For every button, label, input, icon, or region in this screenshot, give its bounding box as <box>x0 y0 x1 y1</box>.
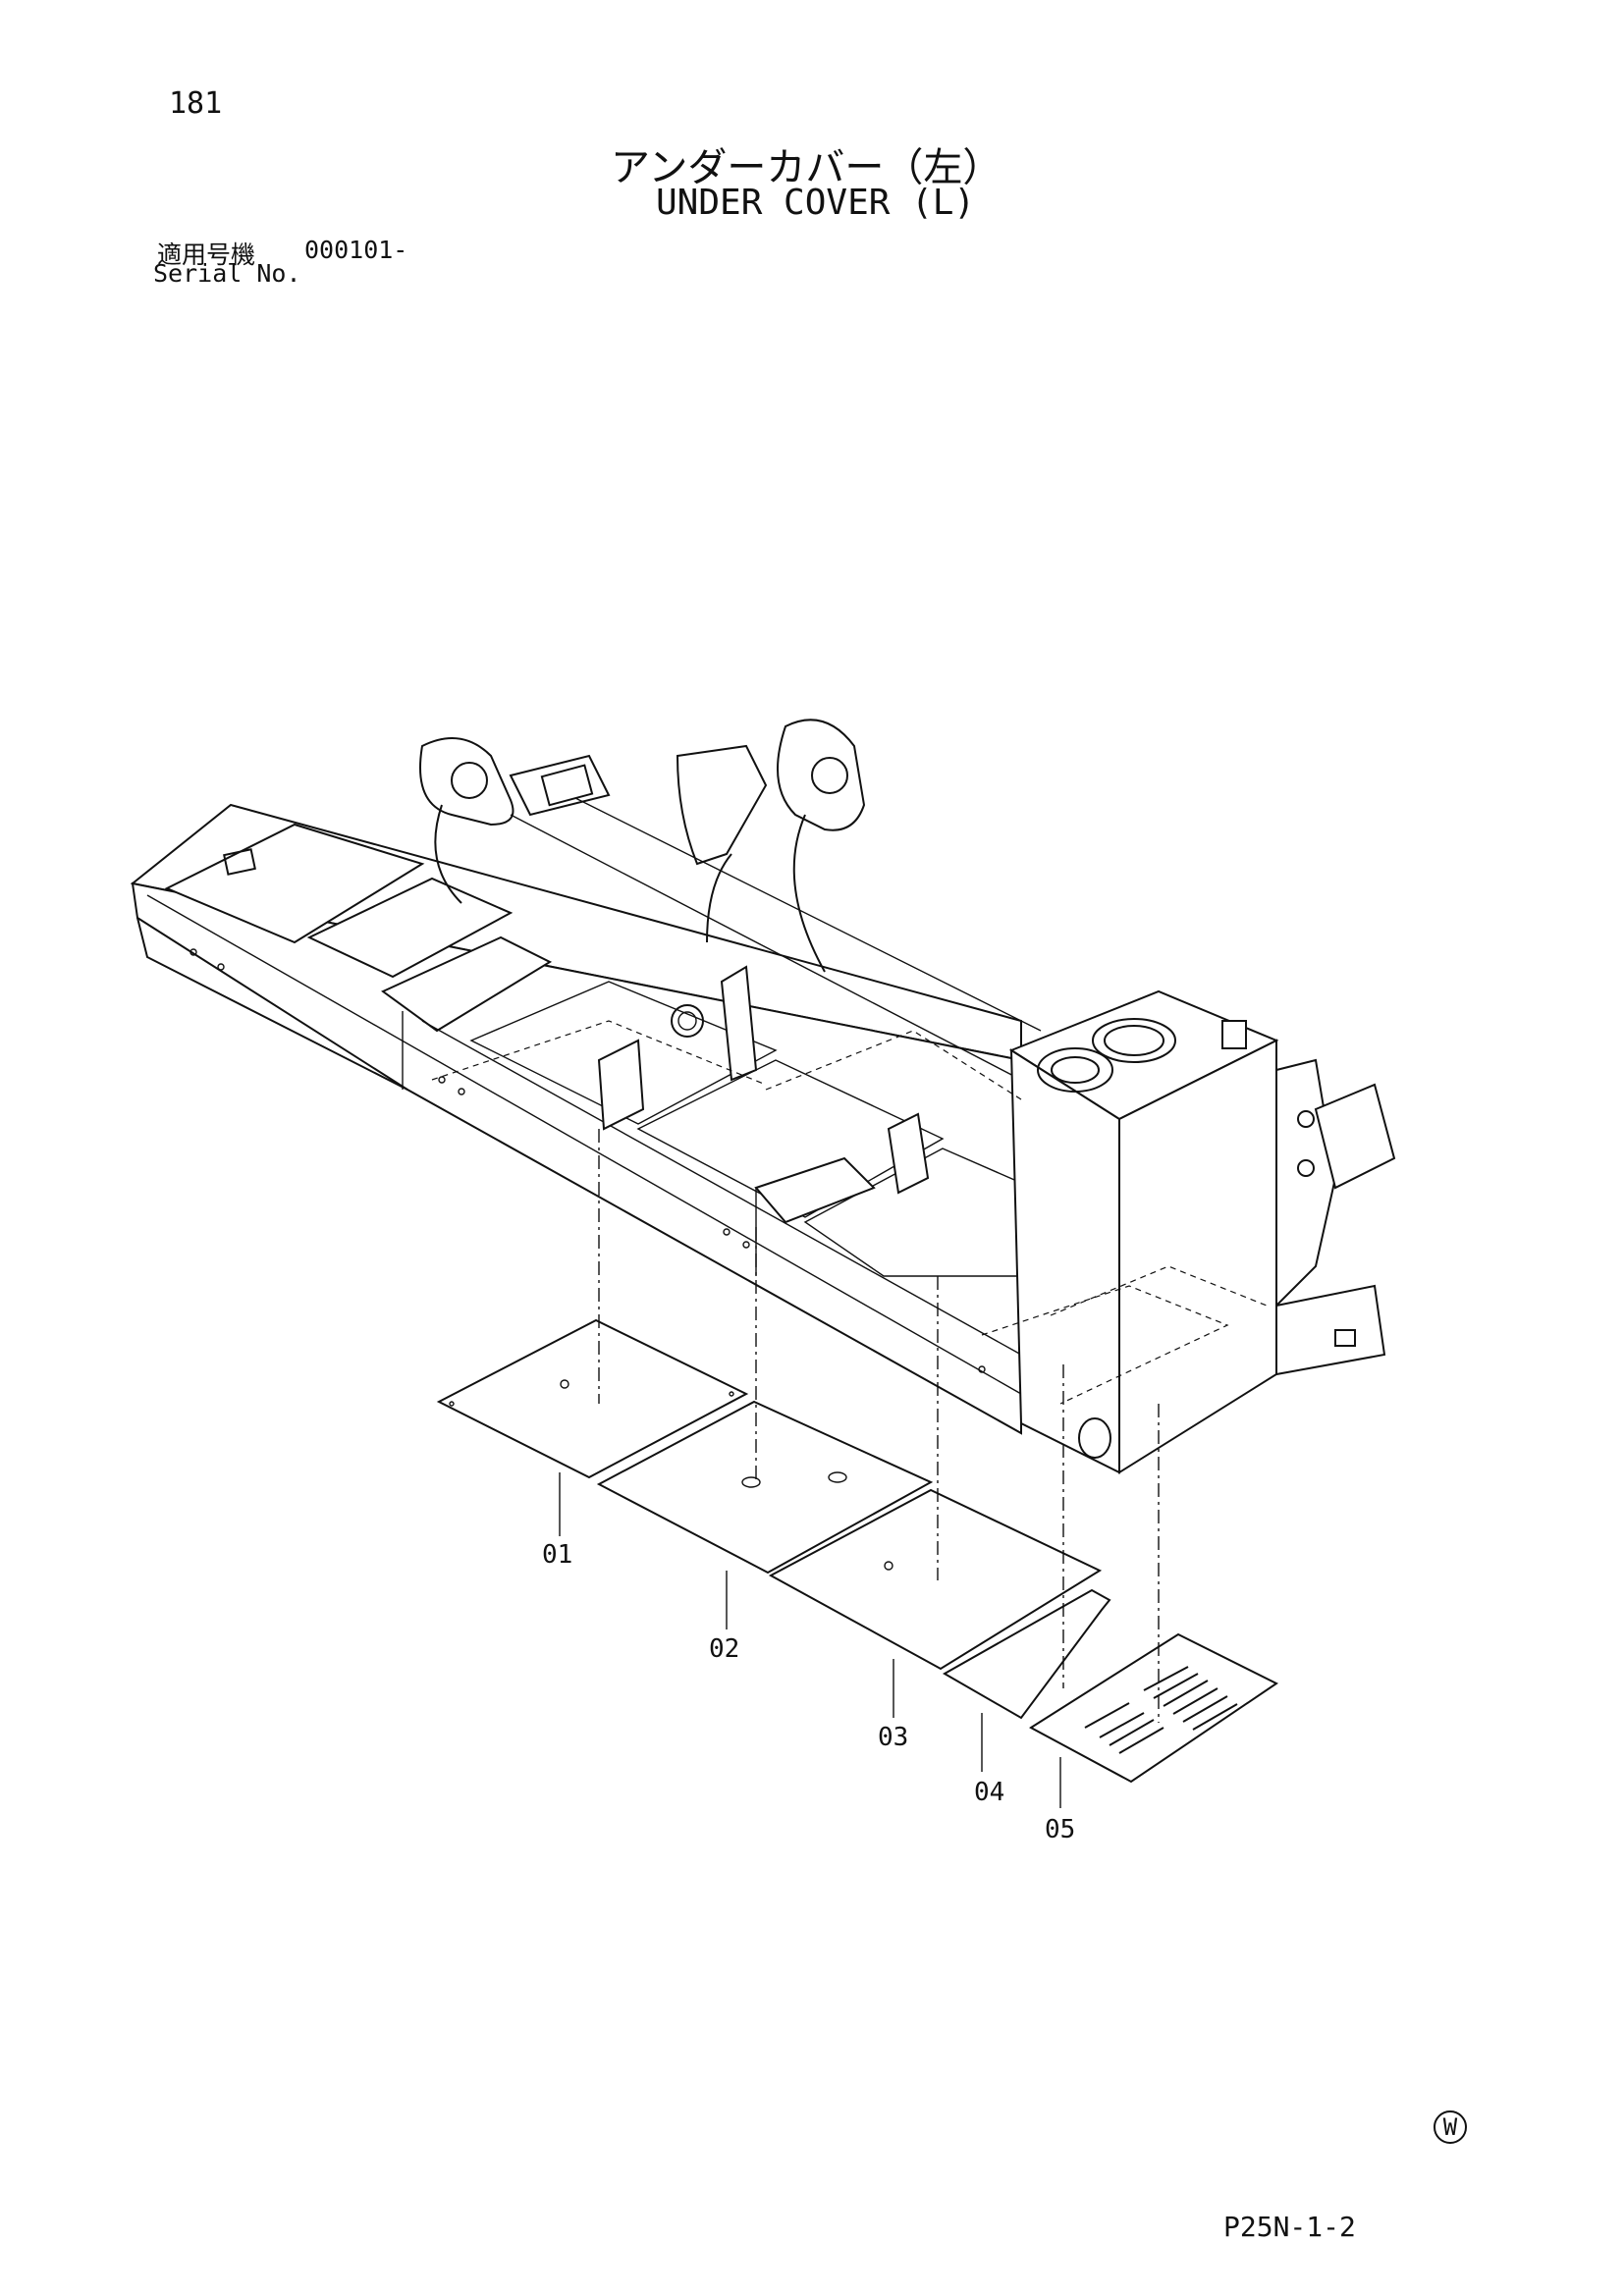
assembly-lines <box>598 1129 1160 1723</box>
callout-05: 05 <box>1045 1815 1075 1844</box>
callout-03: 03 <box>878 1723 908 1752</box>
cover-plate-03 <box>768 1488 1103 1671</box>
serial-label-english: Serial No. <box>153 259 301 288</box>
cover-plate-02 <box>596 1400 934 1575</box>
cover-plate-01 <box>436 1318 749 1479</box>
serial-label-japanese: 適用号機 <box>157 240 256 269</box>
title-english: UNDER COVER (L) <box>656 183 976 223</box>
machine-frame <box>130 719 1396 1474</box>
serial-value: 000101- <box>304 236 408 264</box>
callout-leaders <box>559 1472 1061 1808</box>
manufacturer-mark-icon: W <box>1434 2110 1467 2144</box>
callout-01: 01 <box>542 1540 572 1570</box>
callout-04: 04 <box>974 1778 1004 1807</box>
title-japanese: アンダーカバー（左） <box>611 145 1002 190</box>
cover-plate-04 <box>942 1588 1111 1720</box>
page-code: P25N-1-2 <box>1223 2211 1356 2243</box>
page-number: 181 <box>169 86 223 121</box>
callout-02: 02 <box>709 1634 739 1664</box>
cover-plate-05 <box>1029 1632 1278 1784</box>
